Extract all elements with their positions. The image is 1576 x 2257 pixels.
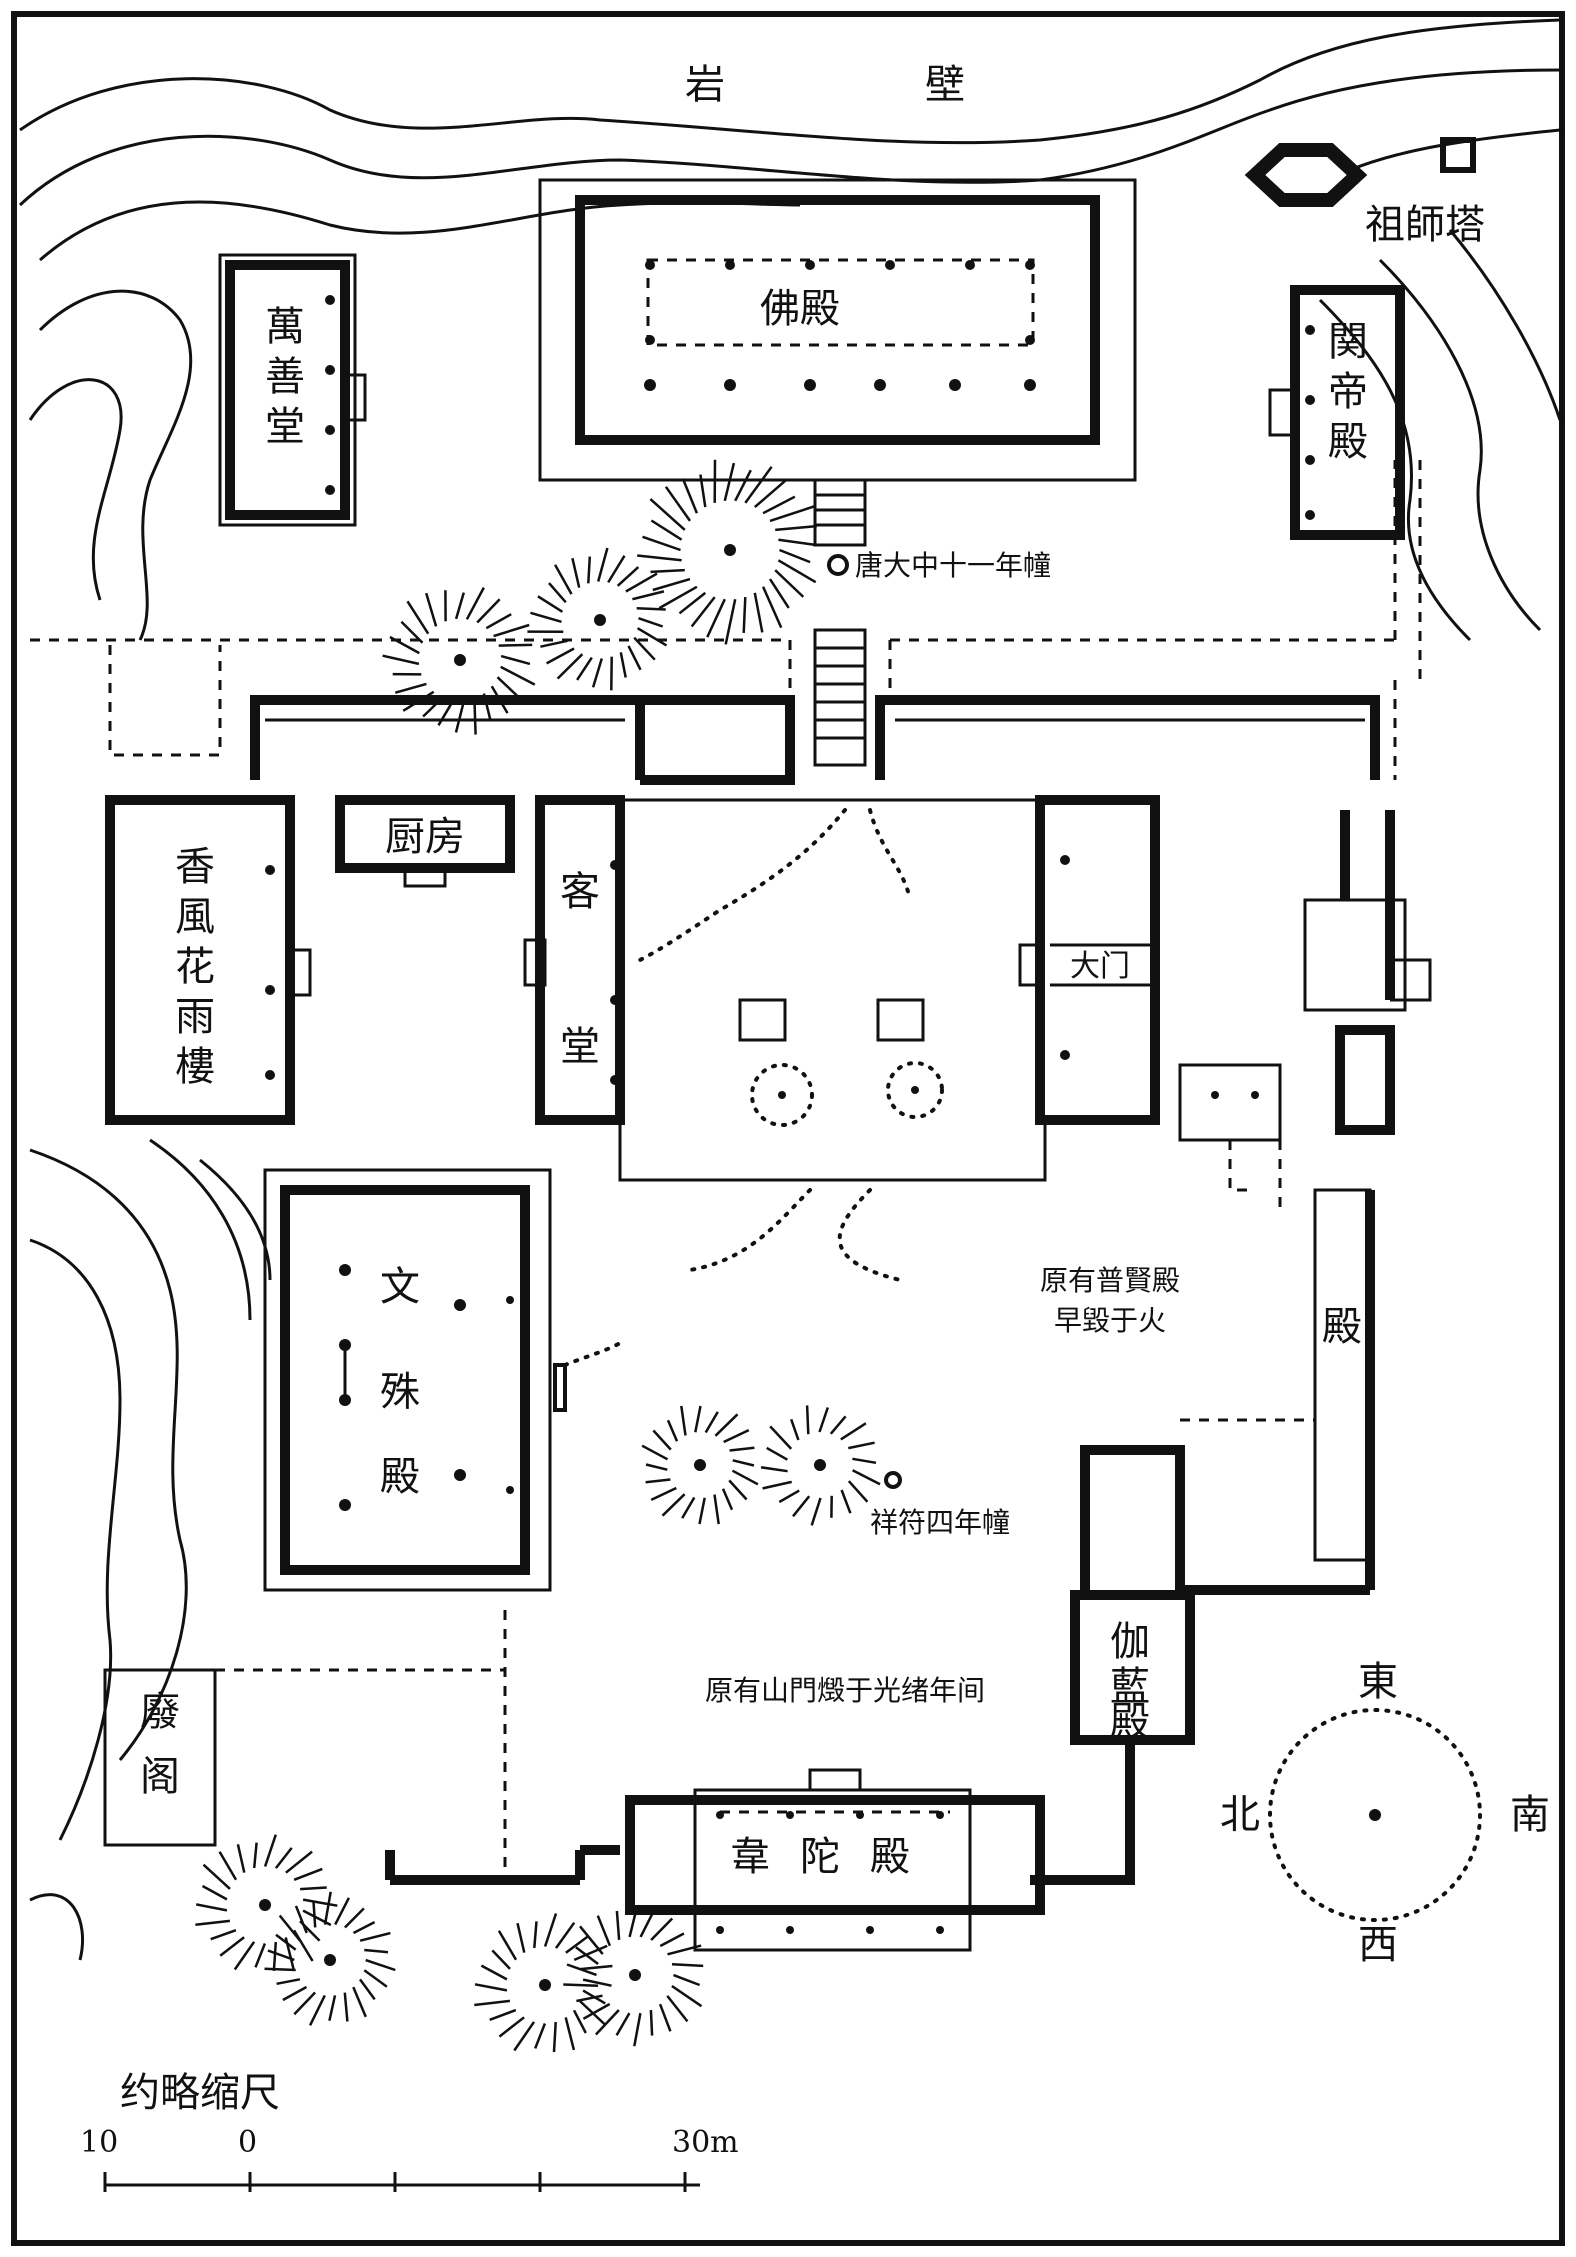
tang-pillar-label: 唐大中十一年幢 <box>855 549 1051 582</box>
weituo-hall-label-3: 殿 <box>870 1834 910 1880</box>
corridor-wall <box>250 695 1380 785</box>
ruined-pavilion-label-2: 阁 <box>140 1754 180 1800</box>
pagoda: 祖師塔 <box>1244 137 1485 248</box>
cliff-contours <box>18 18 1562 1961</box>
map-border <box>11 11 1565 2246</box>
scale-title: 约略缩尺 <box>120 2070 280 2116</box>
fragrant-pavilion-label-2: 風 <box>175 894 215 940</box>
tree-icon <box>382 587 536 735</box>
tang-pillar-note: 唐大中十一年幢 <box>827 549 1051 582</box>
cliff-label-1: 岩 <box>685 62 725 108</box>
guandi-hall-label-2: 帝 <box>1328 369 1368 415</box>
tree-icon <box>637 459 817 645</box>
manjusri-hall-label-2: 殊 <box>380 1369 420 1415</box>
scale-tick-0: 0 <box>238 2125 257 2160</box>
kitchen-label: 厨房 <box>385 814 465 860</box>
east-hall: 殿 <box>1180 1188 1375 1590</box>
fragrant-pavilion-label-4: 雨 <box>175 994 215 1040</box>
central-courtyard <box>618 798 1047 1282</box>
fragrant-pavilion-label-3: 花 <box>175 944 215 990</box>
ruined-pavilion: 廢 阁 <box>103 1668 217 1847</box>
xiangfu-note: 祥符四年幢 原有山門燬于光绪年间 <box>705 1471 1010 1707</box>
tree-icon <box>195 1834 338 1971</box>
kitchen: 厨房 <box>335 795 515 888</box>
tree-icon <box>641 1405 759 1525</box>
compass: 東 南 西 北 <box>1220 1659 1550 1968</box>
sangharama-hall-label-1: 伽 <box>1110 1619 1150 1665</box>
manjusri-hall: 文 殊 殿 <box>263 1168 627 1592</box>
southern-walls <box>105 1610 1135 1885</box>
tree-icon <box>563 1906 704 2047</box>
stele-square-icon <box>1440 137 1476 173</box>
trees <box>195 459 881 2053</box>
buddha-hall-label: 佛殿 <box>760 286 840 332</box>
manjusri-hall-label-1: 文 <box>380 1264 420 1310</box>
scale-tick-10: 10 <box>80 2125 118 2160</box>
main-gate: 大门 <box>1018 795 1160 1125</box>
path-lines <box>30 460 1422 780</box>
tree-icon <box>527 547 668 691</box>
main-gate-label: 大门 <box>1070 949 1130 984</box>
weituo-hall: 韋 陀 殿 <box>625 1768 1045 1952</box>
fragrant-pavilion-label-1: 香 <box>175 844 215 890</box>
sangharama-hall-label-3: 殿 <box>1110 1699 1150 1745</box>
tree-icon <box>264 1891 396 2026</box>
wanshan-hall-label-2: 善 <box>265 354 305 400</box>
guest-hall: 客 堂 <box>523 795 625 1125</box>
guandi-hall-label-1: 関 <box>1328 319 1368 365</box>
wanshan-hall: 萬 善 堂 <box>218 253 367 527</box>
ruined-pavilion-label-1: 廢 <box>140 1689 180 1735</box>
fragrant-pavilion: 香 風 花 雨 樓 <box>105 795 312 1125</box>
weituo-hall-label-2: 陀 <box>800 1834 840 1880</box>
buddha-hall: 佛殿 <box>538 178 1137 482</box>
guandi-hall-label-3: 殿 <box>1328 419 1368 465</box>
xiangfu-pillar-label: 祥符四年幢 <box>870 1506 1010 1539</box>
pagoda-label: 祖師塔 <box>1365 202 1485 248</box>
buddha-hall-pillars <box>644 260 1036 391</box>
cliff-label: 岩 壁 <box>685 62 965 108</box>
compass-south-label: 南 <box>1510 1792 1550 1838</box>
puxian-note-line-2: 早毀于火 <box>1054 1304 1166 1337</box>
fragrant-pavilion-label-5: 樓 <box>175 1044 215 1090</box>
east-side-buildings <box>1178 810 1432 1210</box>
compass-north-label: 北 <box>1220 1792 1260 1838</box>
compass-west-label: 西 <box>1358 1922 1398 1968</box>
pagoda-hexagon-icon <box>1244 143 1368 207</box>
mountain-gate-note: 原有山門燬于光绪年间 <box>705 1674 985 1707</box>
guest-hall-label-bottom: 堂 <box>560 1024 600 1070</box>
east-hall-label: 殿 <box>1322 1304 1362 1350</box>
guest-hall-label-top: 客 <box>560 869 600 915</box>
tree-icon <box>760 1405 881 1526</box>
sangharama-hall-label-2: 藍 <box>1110 1664 1150 1710</box>
wanshan-hall-label-3: 堂 <box>265 404 305 450</box>
weituo-hall-label-1: 韋 <box>730 1834 770 1880</box>
tree-icon <box>474 1913 613 2053</box>
wanshan-hall-label-1: 萬 <box>265 304 305 350</box>
puxian-note-line-1: 原有普賢殿 <box>1040 1264 1180 1297</box>
scale-tick-30m: 30m <box>672 2125 739 2160</box>
puxian-note: 原有普賢殿 早毀于火 <box>1040 1264 1180 1337</box>
scale-bar: 约略缩尺 10 0 30m <box>80 2070 739 2192</box>
manjusri-hall-label-3: 殿 <box>380 1454 420 1500</box>
sangharama-hall: 伽 藍 殿 <box>1070 1445 1370 1745</box>
central-stairs <box>813 478 867 767</box>
cliff-label-2: 壁 <box>925 62 965 108</box>
guandi-hall: 関 帝 殿 <box>1268 285 1405 540</box>
compass-east-label: 東 <box>1358 1659 1398 1705</box>
